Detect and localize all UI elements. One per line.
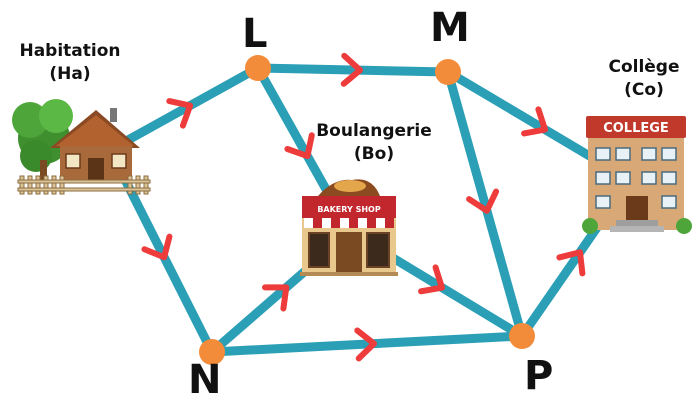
college-sign: COLLEGE [603, 121, 669, 136]
bakery-illustration: BAKERY SHOP [300, 179, 398, 276]
edge-Ha-L [105, 63, 263, 155]
node-label-P: P [524, 353, 554, 399]
bakery-label: Boulangerie (Bo) [304, 120, 444, 166]
tree-icon [12, 99, 73, 182]
edge-L-M [253, 63, 453, 77]
arrow-L-M [340, 52, 363, 87]
home-abbr: (Ha) [49, 63, 91, 84]
node-label-L: L [242, 11, 268, 57]
arrow-Ha-L [166, 98, 194, 129]
arrow-Bo-P [418, 264, 445, 295]
arrows-layer [141, 52, 586, 362]
arrow-M-Co [521, 106, 549, 137]
node-N [199, 339, 225, 365]
arrow-L-Bo [284, 132, 315, 160]
nodes-layer [199, 55, 535, 365]
arrow-M-P [466, 188, 500, 214]
home-label: Habitation (Ha) [10, 40, 130, 86]
node-label-M: M [430, 5, 470, 51]
node-label-N: N [188, 357, 222, 403]
arrow-N-P [354, 327, 377, 362]
school-label: Collège (Co) [598, 56, 690, 102]
bakery-abbr: (Bo) [353, 143, 395, 164]
bakery-name: Boulangerie [316, 121, 432, 141]
school-name: Collège [608, 57, 680, 77]
node-L [245, 55, 271, 81]
node-M [435, 59, 461, 85]
home-name: Habitation [19, 41, 121, 61]
school-abbr: (Co) [624, 79, 664, 100]
arrow-P-Co [556, 249, 586, 277]
edge-Ha-N [105, 145, 217, 357]
arrow-N-Bo [262, 284, 290, 312]
arrow-Ha-N [141, 233, 173, 261]
bakery-sign: BAKERY SHOP [317, 205, 381, 214]
node-P [509, 323, 535, 349]
edge-N-P [207, 331, 527, 357]
house-illustration [12, 99, 151, 195]
school-illustration: COLLEGE [582, 116, 692, 234]
edge-M-P [443, 67, 527, 341]
